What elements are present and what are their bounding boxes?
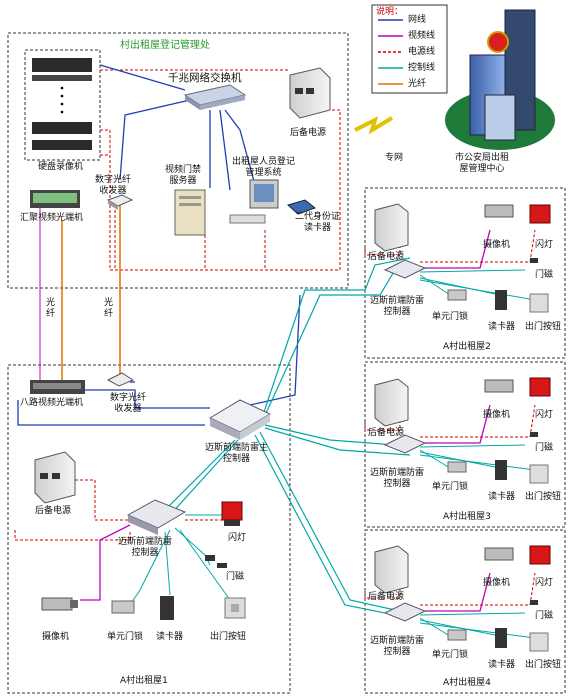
legend-fiber: 光纤: [408, 79, 427, 89]
house1-exit-button: [224, 597, 246, 619]
network-switch: [183, 84, 247, 110]
registration-system-label: 出租屋人员登记 管理系统: [232, 157, 296, 178]
house1-reader-label: 读卡器: [156, 632, 184, 642]
id-reader-label: 二代身份证 读卡器: [295, 212, 341, 233]
house3-wiring: [364, 404, 536, 471]
house4-lock-label: 单元门锁: [432, 650, 469, 660]
dvr-stack: [24, 49, 101, 161]
legend-network: 网线: [408, 15, 427, 25]
house4-door-magnet-label: 门磁: [535, 611, 554, 621]
house3-controller-label: 迈斯前端防雷 控制器: [370, 468, 425, 489]
house2-devices: [374, 203, 551, 313]
house1-box: [7, 364, 291, 694]
lightning-icon: [354, 116, 394, 135]
house4-exit-label: 出门按钮: [525, 660, 562, 670]
house4-backup-power-label: 后备电源: [368, 592, 405, 602]
house1-transceiver-label: 数字光纤 收发器: [110, 393, 147, 414]
house1-door-magnet: [205, 555, 227, 568]
house3-reader-label: 读卡器: [488, 492, 516, 502]
house4-box: [364, 529, 566, 694]
house1-controller: [126, 499, 187, 535]
house2-lock-label: 单元门锁: [432, 312, 469, 322]
office-transceiver-label: 数字光纤 收发器: [95, 175, 132, 196]
house4-flash-label: 闪灯: [535, 578, 554, 588]
house3-exit-label: 出门按钮: [525, 492, 562, 502]
house1-exit-label: 出门按钮: [210, 632, 247, 642]
house2-backup-power-label: 后备电源: [368, 252, 405, 262]
management-office-title: 村出租屋登记管理处: [120, 40, 210, 51]
main-controller: [208, 399, 272, 440]
house3-devices: [374, 377, 551, 484]
legend-title: 说明：: [376, 7, 404, 17]
house4-controller-label: 迈斯前端防雷 控制器: [370, 636, 425, 657]
legend-control: 控制线: [408, 63, 436, 73]
house3-backup-power-label: 后备电源: [368, 428, 405, 438]
house2-box: [364, 187, 566, 359]
house2-reader-label: 读卡器: [488, 322, 516, 332]
house1-backup-power-label: 后备电源: [35, 506, 72, 516]
house4-camera-label: 摄像机: [483, 578, 511, 588]
house1-flash-label: 闪灯: [228, 533, 247, 543]
house1-flash: [221, 501, 243, 526]
house3-title: A村出租屋3: [443, 512, 491, 522]
police-center-label: 市公安局出租 屋管理中心: [455, 153, 510, 174]
fiber-label-left: 光 纤: [46, 298, 56, 319]
control-lines: [164, 257, 411, 619]
house4-devices: [374, 545, 551, 652]
fiber-lines: [61, 200, 121, 383]
house1-controller-label: 迈斯前端防雷 控制器: [118, 537, 173, 558]
private-network-label: 专网: [385, 153, 404, 163]
house3-door-magnet-label: 门磁: [535, 443, 554, 453]
office-backup-power: [289, 67, 331, 119]
legend-power: 电源线: [408, 47, 436, 57]
legend: [371, 4, 448, 94]
house3-flash-label: 闪灯: [535, 410, 554, 420]
office-backup-power-label: 后备电源: [290, 128, 327, 138]
house4-reader-label: 读卡器: [488, 660, 516, 670]
house1-door-magnet-label: 门磁: [226, 572, 245, 582]
police-center: [445, 9, 555, 150]
house1-title: A村出租屋1: [120, 676, 168, 686]
registration-computer: [229, 179, 279, 224]
main-controller-label: 迈斯前端防雷主 控制器: [205, 443, 269, 464]
house2-flash-label: 闪灯: [535, 240, 554, 250]
house1-lock: [111, 600, 135, 614]
house2-camera-label: 摄像机: [483, 240, 511, 250]
switch-label: 千兆网络交换机: [168, 72, 242, 84]
house1-backup-power: [34, 451, 76, 504]
house1-fiber-transceiver: [106, 372, 135, 387]
fiber-transceiver-office: [106, 194, 134, 210]
house1-camera-label: 摄像机: [42, 632, 70, 642]
dvr-label: 硬盘录像机: [38, 162, 84, 172]
id-card-reader: [287, 199, 317, 215]
office-network-lines: [99, 64, 256, 191]
optical8-label: 八路视频光端机: [20, 398, 84, 408]
optical8-box: [30, 380, 85, 394]
house3-box: [364, 361, 566, 528]
house1-lock-label: 单元门锁: [107, 632, 144, 642]
house1-reader: [160, 596, 174, 620]
house1-network-lines: [17, 294, 301, 426]
legend-video: 视频线: [408, 31, 436, 41]
house1-camera: [41, 597, 78, 611]
house2-title: A村出租屋2: [443, 342, 491, 352]
house3-camera-label: 摄像机: [483, 410, 511, 420]
house3-lock-label: 单元门锁: [432, 482, 469, 492]
aggregator-label: 汇聚视频光端机: [20, 213, 84, 223]
video-server-label: 视频门禁 服务器: [165, 165, 202, 186]
house2-door-magnet-label: 门磁: [535, 270, 554, 280]
management-office-box: [7, 32, 349, 289]
house4-wiring: [364, 572, 536, 639]
house2-exit-label: 出门按钮: [525, 322, 562, 332]
fiber-label-right: 光 纤: [104, 298, 114, 319]
house4-title: A村出租屋4: [443, 678, 491, 688]
video-server: [174, 189, 206, 236]
house2-controller-label: 迈斯前端防雷 控制器: [370, 296, 425, 317]
aggregator-optical: [30, 190, 80, 208]
